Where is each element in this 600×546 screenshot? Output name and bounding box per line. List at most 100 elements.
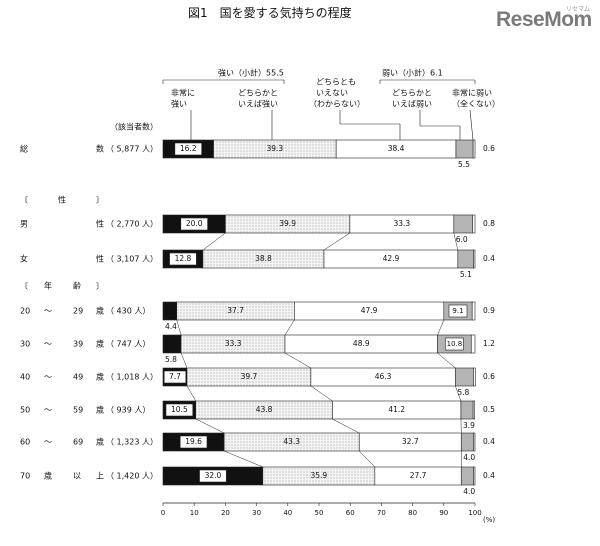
row-count-3: （ 430 人） bbox=[106, 307, 150, 316]
value-very_strong-row-8: 32.0 bbox=[205, 471, 222, 480]
label-box-very_strong-row-8 bbox=[199, 469, 227, 483]
group-sei-close: 〕 bbox=[96, 196, 104, 205]
value-neither-row-0: 38.4 bbox=[388, 144, 405, 153]
value-very_weak-row-8: 0.4 bbox=[483, 471, 495, 480]
row-label-8-2: 以 bbox=[73, 472, 81, 481]
x-tick-label-10: 100 bbox=[468, 509, 481, 517]
label-box-very_strong-row-5 bbox=[163, 370, 187, 384]
somewhat-strong-label-line2: いえば強い bbox=[238, 99, 278, 109]
row-count-6: （ 939 人） bbox=[106, 406, 150, 415]
value-very_strong-row-5: 7.7 bbox=[169, 372, 181, 381]
bar-very_weak-row-7 bbox=[473, 432, 476, 452]
value-somewhat_strong-row-7: 43.3 bbox=[283, 437, 300, 446]
row-count-1: （ 2,770 人） bbox=[106, 220, 158, 229]
row-label-7-3: 歳 bbox=[96, 437, 104, 447]
x-tick-label-7: 70 bbox=[377, 509, 386, 517]
neither-label-line2: いえない bbox=[316, 89, 348, 98]
very-weak-label-line1: 非常に弱い bbox=[452, 88, 492, 98]
x-tick-label-9: 90 bbox=[439, 509, 448, 517]
row-label-6-2: 59 bbox=[73, 406, 83, 415]
row-label-4-3: 歳 bbox=[96, 339, 104, 349]
value-very_weak-row-0: 0.6 bbox=[483, 144, 495, 153]
group-sei-text: 性 bbox=[58, 195, 66, 205]
label-box-very_strong-row-1 bbox=[180, 217, 208, 231]
value-somewhat_weak-row-4: 10.8 bbox=[447, 340, 463, 348]
value-somewhat_strong-row-5: 39.7 bbox=[241, 372, 258, 381]
strong-total-label: 強い（小計）55.5 bbox=[218, 68, 284, 78]
value-somewhat_weak-row-0: 5.5 bbox=[458, 160, 470, 169]
value-somewhat_weak-row-2: 5.1 bbox=[460, 270, 472, 279]
value-neither-row-6: 41.2 bbox=[388, 405, 405, 414]
x-tick-label-3: 30 bbox=[252, 509, 261, 517]
x-tick-label-0: 0 bbox=[161, 509, 165, 517]
row-count-4: （ 747 人） bbox=[106, 340, 150, 349]
bar-very_weak-row-2 bbox=[473, 249, 476, 269]
value-somewhat_weak-row-6: 3.9 bbox=[463, 421, 475, 430]
group-nenrei-close: 〕 bbox=[96, 282, 104, 291]
group-nenrei-open: 〔 bbox=[20, 282, 28, 291]
very-weak-leader bbox=[469, 109, 474, 141]
row-label-1-b: 性 bbox=[96, 219, 104, 229]
value-neither-row-8: 27.7 bbox=[410, 471, 427, 480]
resemom-logo-sub: リセマム bbox=[566, 6, 591, 13]
bar-somewhat_weak-row-2 bbox=[457, 249, 475, 269]
label-box-very_strong-row-7 bbox=[179, 435, 208, 449]
bar-somewhat_weak-row-0 bbox=[455, 139, 474, 159]
connector-3-4-2 bbox=[437, 319, 445, 336]
connector-6-7-0 bbox=[195, 418, 225, 434]
x-tick-label-6: 60 bbox=[346, 509, 355, 517]
bar-very_weak-row-4 bbox=[470, 334, 476, 354]
value-very_strong-row-2: 12.8 bbox=[175, 254, 192, 263]
value-very_strong-row-3: 4.4 bbox=[165, 322, 177, 331]
connector-7-8-0 bbox=[224, 450, 263, 468]
x-unit-label: (%) bbox=[483, 516, 495, 524]
row-count-0: （ 5,877 人） bbox=[106, 145, 158, 154]
value-neither-row-1: 33.3 bbox=[393, 219, 410, 228]
label-box-somewhat_weak-row-3 bbox=[448, 304, 468, 318]
connector-4-5-2 bbox=[437, 352, 456, 369]
somewhat-strong-label-line1: どちらかと bbox=[238, 89, 278, 98]
row-label-2-a: 女 bbox=[20, 254, 28, 264]
neither-label-line3: （わからない） bbox=[309, 100, 365, 109]
row-label-5-2: 49 bbox=[73, 373, 83, 382]
somewhat-weak-label-line2: いえば弱い bbox=[392, 100, 432, 109]
bar-very_weak-row-8 bbox=[473, 466, 476, 486]
somewhat-weak-label-line1: どちらかと bbox=[392, 89, 432, 98]
row-label-3-2: 29 bbox=[73, 307, 83, 316]
neither-label-line1: どちらとも bbox=[316, 78, 356, 87]
value-very_weak-row-5: 0.6 bbox=[483, 372, 495, 381]
very-weak-label-line2: （全くない） bbox=[452, 99, 500, 109]
value-somewhat_strong-row-1: 39.9 bbox=[279, 219, 296, 228]
very-strong-label-line1: 非常に bbox=[171, 88, 195, 98]
value-somewhat_strong-row-6: 43.8 bbox=[256, 405, 273, 414]
value-very_strong-row-4: 5.8 bbox=[165, 355, 177, 364]
row-count-2: （ 3,107 人） bbox=[106, 255, 158, 264]
row-label-6-0: 50 bbox=[20, 406, 30, 415]
figure-title: 図1 国を愛する気持ちの程度 bbox=[188, 6, 352, 20]
row-label-1-a: 男 bbox=[20, 220, 28, 229]
group-nenrei-text1: 年 bbox=[44, 281, 52, 291]
value-very_weak-row-1: 0.8 bbox=[483, 219, 495, 228]
very-strong-label-line2: 強い bbox=[171, 99, 187, 109]
value-neither-row-2: 42.9 bbox=[383, 254, 400, 263]
count-header: （該当者数） bbox=[110, 122, 158, 132]
bar-somewhat_weak-row-6 bbox=[460, 400, 474, 420]
bar-very_weak-row-0 bbox=[472, 139, 476, 159]
connector-1-2-1 bbox=[323, 232, 351, 251]
value-somewhat_weak-row-1: 6.0 bbox=[456, 235, 468, 244]
value-very_weak-row-6: 0.5 bbox=[483, 405, 495, 414]
label-box-very_strong-row-2 bbox=[169, 252, 197, 266]
bar-somewhat_weak-row-1 bbox=[453, 214, 473, 234]
row-count-7: （ 1,323 人） bbox=[106, 438, 158, 447]
row-label-8-3: 上 bbox=[96, 472, 104, 481]
row-label-0-b: 数 bbox=[96, 144, 104, 154]
value-somewhat_weak-row-5: 5.8 bbox=[457, 388, 469, 397]
row-label-5-3: 歳 bbox=[96, 372, 104, 382]
connector-3-4-0 bbox=[176, 319, 182, 336]
row-label-7-0: 60 bbox=[20, 438, 30, 447]
value-somewhat_weak-row-7: 4.0 bbox=[463, 453, 475, 462]
label-box-very_strong-row-6 bbox=[165, 403, 194, 417]
row-label-7-1: ～ bbox=[44, 438, 52, 447]
connector-5-6-1 bbox=[310, 385, 333, 402]
